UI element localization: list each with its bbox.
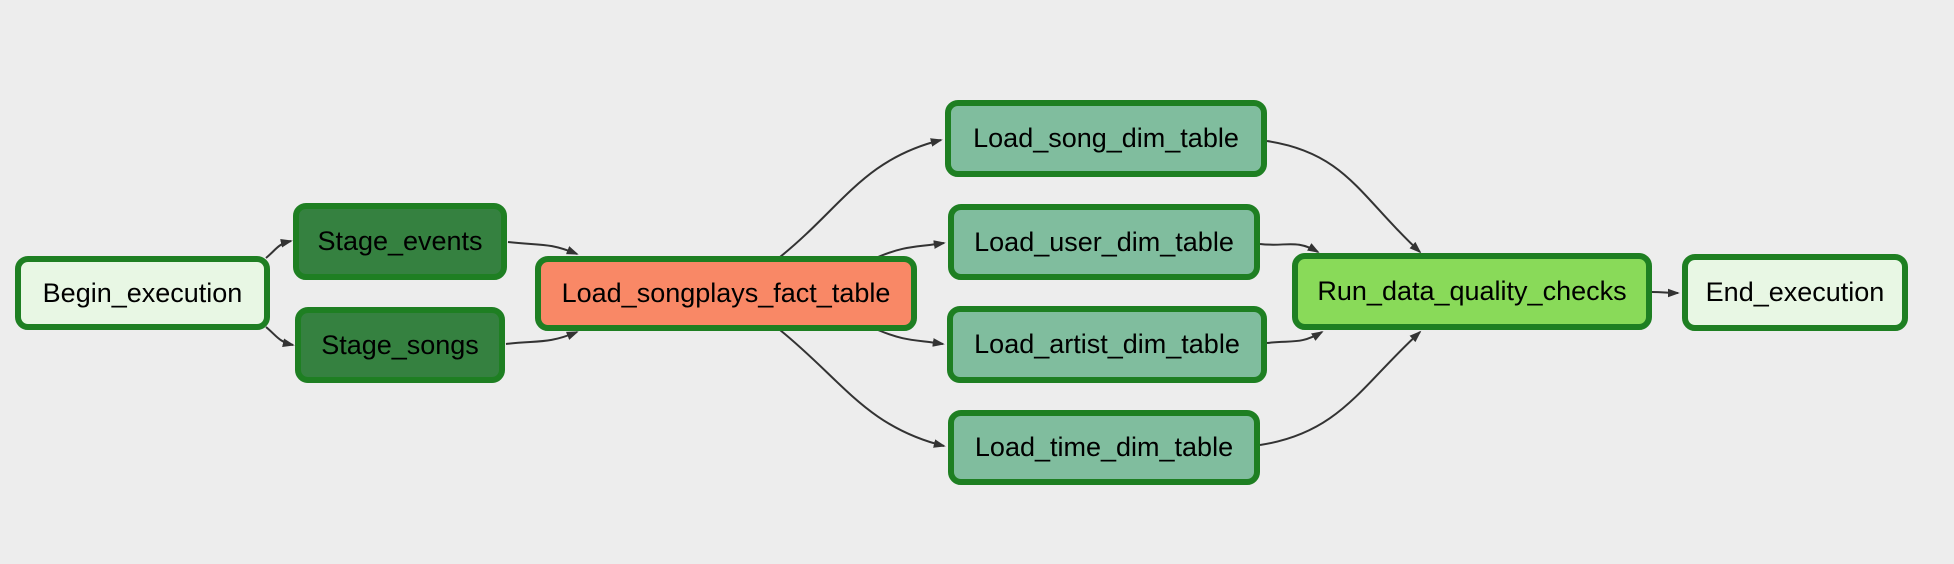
task-label: Load_songplays_fact_table (561, 278, 891, 308)
task-node-end_execution[interactable]: End_execution (1682, 254, 1908, 331)
edge-load_artist_dim_table-to-run_data_quality_checks (1266, 331, 1324, 344)
edge-load_time_dim_table-to-run_data_quality_checks (1259, 330, 1422, 446)
task-label: Load_song_dim_table (973, 123, 1239, 153)
edge-load_songplays_fact_table-to-load_user_dim_table (877, 240, 946, 258)
edge-load_songplays_fact_table-to-load_artist_dim_table (877, 329, 945, 347)
task-node-begin_execution[interactable]: Begin_execution (15, 256, 270, 330)
task-label: Stage_events (317, 226, 483, 256)
task-label: Stage_songs (321, 329, 479, 360)
edge-load_user_dim_table-to-run_data_quality_checks (1259, 243, 1320, 253)
task-node-load_time_dim_table[interactable]: Load_time_dim_table (948, 410, 1260, 485)
task-label: Load_artist_dim_table (974, 329, 1240, 359)
task-node-run_data_quality_checks[interactable]: Run_data_quality_checks (1292, 253, 1652, 330)
task-node-stage_events[interactable]: Stage_events (293, 203, 507, 280)
task-label: Run_data_quality_checks (1317, 276, 1627, 306)
task-label: Load_time_dim_table (974, 432, 1234, 462)
edge-load_songplays_fact_table-to-load_time_dim_table (779, 329, 946, 448)
edge-stage_songs-to-load_songplays_fact_table (505, 331, 579, 345)
task-node-load_songplays_fact_table[interactable]: Load_songplays_fact_table (535, 256, 917, 331)
edge-begin_execution-to-stage_songs (265, 326, 295, 347)
edge-load_songplays_fact_table-to-load_song_dim_table (779, 138, 943, 258)
task-label: Begin_execution (42, 277, 243, 308)
task-label: End_execution (1705, 277, 1885, 307)
task-label: Load_user_dim_table (974, 226, 1234, 257)
edge-load_song_dim_table-to-run_data_quality_checks (1266, 140, 1422, 254)
edge-begin_execution-to-stage_events (265, 239, 293, 259)
task-node-stage_songs[interactable]: Stage_songs (295, 307, 505, 383)
edge-stage_events-to-load_songplays_fact_table (507, 241, 579, 255)
task-node-load_song_dim_table[interactable]: Load_song_dim_table (945, 100, 1267, 177)
task-node-load_artist_dim_table[interactable]: Load_artist_dim_table (947, 306, 1267, 383)
edge-run_data_quality_checks-to-end_execution (1651, 288, 1680, 298)
task-node-load_user_dim_table[interactable]: Load_user_dim_table (948, 204, 1260, 280)
